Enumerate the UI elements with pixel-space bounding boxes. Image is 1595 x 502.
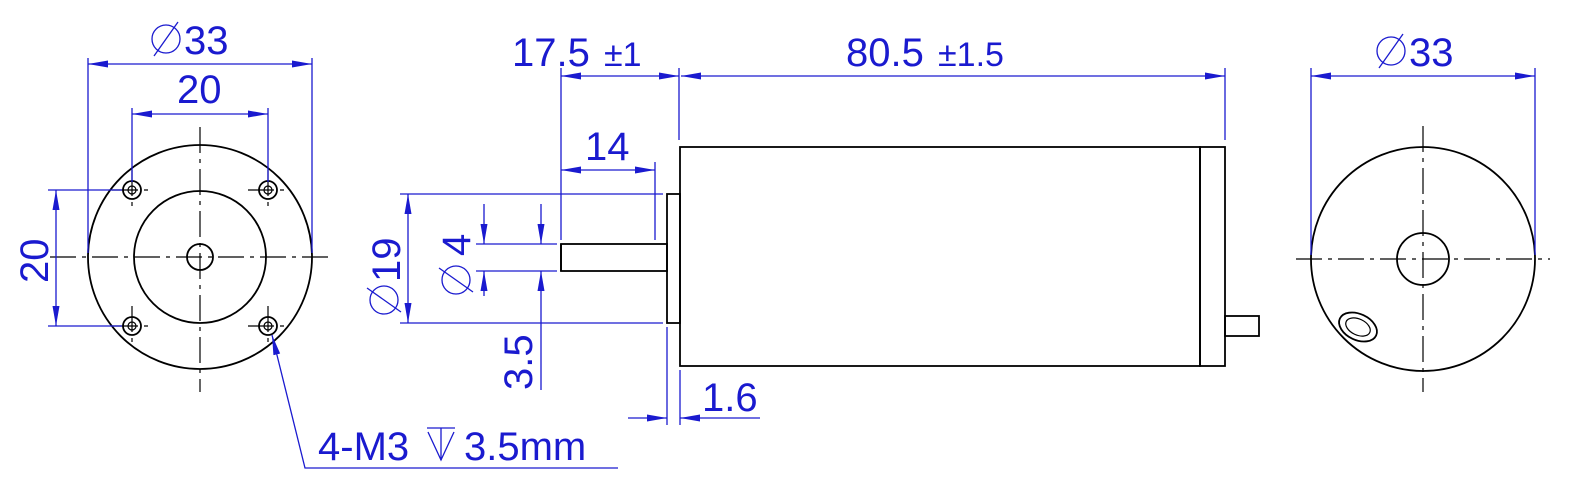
dim-shaft-length: 17.5 ±1	[512, 31, 680, 240]
dim-pilot-diameter: 19	[365, 193, 663, 324]
rear-view: 33	[1296, 31, 1550, 392]
hole-callout: 4-M3 3.5mm	[271, 334, 618, 469]
diameter-symbol-icon	[151, 21, 181, 57]
shaft-length-label: 17.5	[512, 31, 590, 75]
dim-bolt-spacing-vertical: 20	[13, 189, 122, 327]
shaft-diameter-label: 4	[435, 234, 479, 256]
diameter-symbol-icon	[1376, 33, 1406, 69]
diameter-symbol-icon	[438, 265, 474, 295]
dim-bolt-spacing-horizontal: 20	[131, 68, 269, 182]
bolt-spacing-v-label: 20	[13, 239, 57, 284]
motor-body	[679, 146, 1201, 367]
pilot-diameter-label: 19	[365, 238, 409, 283]
pilot-boss	[666, 193, 681, 324]
side-view: 17.5 ±1 80.5 ±1.5 14 19	[365, 31, 1260, 425]
body-length-label: 80.5	[846, 31, 924, 75]
rear-terminal	[1338, 311, 1378, 343]
dim-body-length: 80.5 ±1.5	[681, 31, 1226, 140]
rear-shaft-stub	[1224, 315, 1260, 337]
bolt-spacing-h-label: 20	[177, 68, 222, 112]
hole-callout-depth: 3.5mm	[464, 425, 586, 469]
diameter-symbol-icon	[366, 285, 402, 315]
shaft-length-tolerance: ±1	[604, 36, 642, 74]
shaft-exposed-label: 14	[585, 125, 630, 169]
motor-end-cap	[1199, 146, 1226, 367]
dim-shaft-diameter: 4	[435, 204, 557, 296]
pilot-height-label: 1.6	[702, 376, 758, 420]
hole-callout-thread: 4-M3	[318, 425, 409, 469]
depth-symbol-icon	[427, 427, 455, 462]
front-diameter-label: 33	[184, 19, 229, 63]
body-length-tolerance: ±1.5	[938, 36, 1004, 74]
mounting-hole	[248, 306, 288, 346]
flat-depth-label: 3.5	[497, 334, 541, 390]
dim-rear-diameter: 33	[1310, 31, 1536, 255]
dim-shaft-exposed: 14	[561, 125, 656, 240]
dim-front-diameter: 33	[87, 19, 313, 253]
rear-diameter-label: 33	[1409, 31, 1454, 75]
dim-pilot-height: 1.6	[628, 327, 760, 425]
front-shaft	[560, 243, 668, 272]
dim-flat-depth: 3.5	[497, 204, 545, 390]
front-view: 33 20 20 4-M3 3.5mm	[13, 19, 618, 469]
